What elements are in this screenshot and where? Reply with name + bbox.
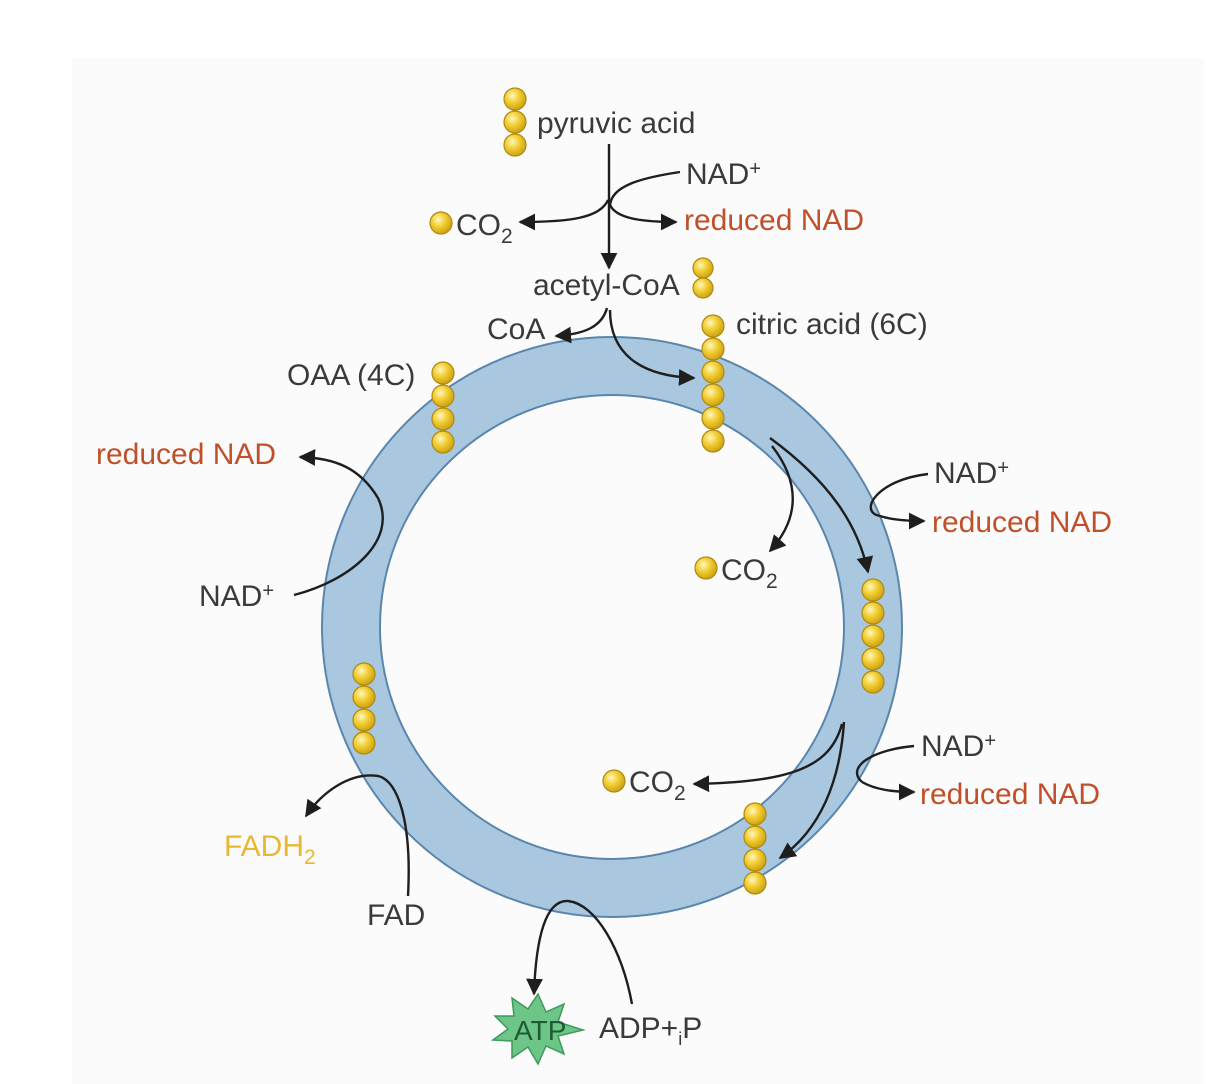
carbon-ball xyxy=(503,110,527,134)
arrow-co2-out-low xyxy=(692,723,844,793)
arrow-reduced-nad-right2 xyxy=(861,780,916,801)
coa-label: CoA xyxy=(487,313,545,346)
nad-plus-left-label: NAD+ xyxy=(199,580,274,613)
citric-acid-carbons xyxy=(701,314,725,453)
arrow-reduced-nad-right1 xyxy=(879,512,926,530)
arrow-cycle-step-2 xyxy=(778,721,846,859)
carbon-ball xyxy=(701,360,725,384)
oaa-carbons xyxy=(431,361,455,454)
carbon-ball xyxy=(743,825,767,849)
carbon-ball xyxy=(352,685,376,709)
carbon-ball xyxy=(352,662,376,686)
carbon-ball xyxy=(503,87,527,111)
arrow-coa-out xyxy=(554,307,609,344)
pyruvic-acid-label: pyruvic acid xyxy=(537,107,695,140)
carbon-chains xyxy=(352,87,885,895)
carbon-ball xyxy=(701,429,725,453)
carbon-ball xyxy=(701,314,725,338)
carbon-ball xyxy=(431,384,455,408)
cycle-ring-fill xyxy=(323,338,901,916)
arrow-adp-to-atp xyxy=(526,899,634,1005)
carbon-ball xyxy=(743,848,767,872)
arrow-reduced-nad-top xyxy=(608,204,678,231)
pyruvic-acid-carbons xyxy=(503,87,527,157)
nad-plus-top-label: NAD+ xyxy=(686,158,761,191)
co2-top-label: CO2 xyxy=(456,209,513,248)
carbon-ball xyxy=(861,670,885,694)
atp-label: ATP xyxy=(514,1015,566,1046)
nad-plus-right1-label: NAD+ xyxy=(934,457,1009,490)
carbon-ball xyxy=(743,871,767,895)
arrow-co2-out-top xyxy=(518,199,610,231)
carbon-ball xyxy=(743,802,767,826)
carbon-ball xyxy=(431,361,455,385)
arrow-cycle-step-1 xyxy=(769,437,874,574)
reduced-nad-right1-label: reduced NAD xyxy=(932,506,1112,539)
labels: pyruvic acid NAD+ CO2 reduced NAD acetyl… xyxy=(96,107,1112,1049)
acetyl-coa-carbons xyxy=(692,257,714,299)
arrow-nad-in-right2 xyxy=(855,744,915,783)
co2-mid-label: CO2 xyxy=(721,554,778,593)
reduced-nad-right2-label: reduced NAD xyxy=(920,778,1100,811)
co2-mid-carbon xyxy=(694,556,718,580)
reduced-nad-top-label: reduced NAD xyxy=(684,204,864,237)
reduced-nad-left-label: reduced NAD xyxy=(96,438,276,471)
carbon-ball xyxy=(602,769,626,793)
arrow-acetyl-into-cycle xyxy=(608,309,696,386)
carbon-ball xyxy=(692,277,714,299)
arrow-co2-out-mid xyxy=(768,445,794,553)
carbon-ball xyxy=(692,257,714,279)
co2-low-label: CO2 xyxy=(629,766,686,805)
adp-pi-label: ADP+iP xyxy=(599,1012,702,1049)
co2-low-carbon xyxy=(602,769,626,793)
carbon-ball xyxy=(429,211,453,235)
arrow-reduced-nad-left-out xyxy=(293,449,384,597)
carbon-ball xyxy=(701,337,725,361)
co2-top-carbon xyxy=(429,211,453,235)
carbon-ball xyxy=(503,133,527,157)
carbon-ball xyxy=(431,407,455,431)
citric-acid-label: citric acid (6C) xyxy=(736,308,928,341)
reaction-arrows xyxy=(293,144,929,1005)
nad-plus-right2-label: NAD+ xyxy=(921,730,996,763)
oaa-label: OAA (4C) xyxy=(287,359,415,392)
four-carbon-chain-right xyxy=(743,802,767,895)
fad-label: FAD xyxy=(367,899,425,932)
atp-starburst-icon xyxy=(490,992,586,1066)
four-carbon-chain-left xyxy=(352,662,376,755)
carbon-ball xyxy=(701,383,725,407)
arrow-nad-in-right1 xyxy=(869,472,929,518)
carbon-ball xyxy=(352,731,376,755)
five-carbon-chain xyxy=(861,578,885,694)
carbon-ball xyxy=(861,601,885,625)
fadh2-label: FADH2 xyxy=(224,830,316,869)
carbon-ball xyxy=(431,430,455,454)
carbon-ball xyxy=(861,578,885,602)
carbon-ball xyxy=(861,647,885,671)
arrow-fad-to-fadh2 xyxy=(305,774,410,897)
acetyl-coa-label: acetyl-CoA xyxy=(533,269,680,302)
carbon-ball xyxy=(861,624,885,648)
carbon-ball xyxy=(352,708,376,732)
carbon-ball xyxy=(701,406,725,430)
arrow-nad-in-top xyxy=(608,170,681,206)
carbon-ball xyxy=(694,556,718,580)
